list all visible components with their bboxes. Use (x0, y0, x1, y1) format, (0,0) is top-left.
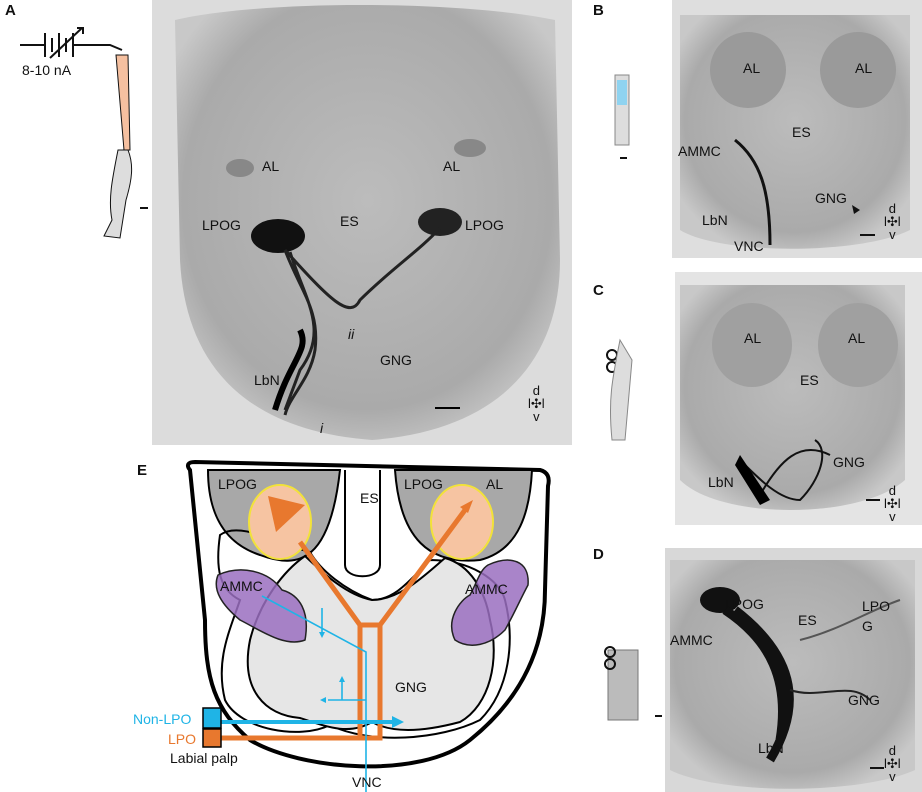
label-e-lpog-right: LPOG (404, 476, 443, 492)
label-e-labial-palp: Labial palp (170, 750, 238, 766)
label-e-ammc-right: AMMC (465, 581, 508, 597)
label-lbn: LbN (254, 372, 280, 388)
labial-palp-image (103, 149, 133, 239)
micrograph-a (152, 0, 572, 445)
label-b-gng: GNG (815, 190, 847, 206)
micrograph-c (606, 272, 922, 525)
panel-label-a: A (5, 2, 16, 19)
orientation-compass-b: d l✣l v (884, 202, 901, 241)
stimulation-schematic (20, 27, 148, 239)
compass-dorsal: d (888, 743, 896, 758)
label-e-gng: GNG (395, 679, 427, 695)
label-d-es: ES (798, 612, 817, 628)
compass-cross-icon: l✣l (884, 496, 901, 511)
compass-cross-icon: l✣l (884, 214, 901, 229)
large-arrowhead-icon (268, 496, 305, 532)
label-c-lbn: LbN (708, 474, 734, 490)
panel-label-b: B (593, 2, 604, 19)
label-b-al-left: AL (743, 60, 761, 76)
compass-dorsal: d (532, 383, 540, 398)
label-e-ammc-left: AMMC (220, 578, 263, 594)
orientation-compass-d: d l✣l v (884, 744, 901, 783)
label-b-lbn: LbN (702, 212, 728, 228)
label-c-gng: GNG (833, 454, 865, 470)
label-c-al-left: AL (744, 330, 762, 346)
label-e-es: ES (360, 490, 379, 506)
current-label: 8-10 nA (22, 62, 72, 78)
label-gng: GNG (380, 352, 412, 368)
orientation-compass-a: d l✣l v (528, 384, 545, 423)
label-lpog-right: LPOG (465, 217, 504, 233)
micrograph-b (614, 0, 922, 258)
compass-cross-icon: l✣l (884, 756, 901, 771)
label-b-ammc: AMMC (678, 143, 721, 159)
label-lpog-left: LPOG (202, 217, 241, 233)
label-c-es: ES (800, 372, 819, 388)
label-ii: ii (348, 326, 355, 342)
micrograph-d (604, 548, 922, 792)
compass-ventral: v (889, 509, 896, 524)
compass-ventral: v (889, 769, 896, 784)
compass-dorsal: d (888, 483, 896, 498)
label-e-vnc: VNC (352, 774, 382, 790)
label-e-al: AL (486, 476, 504, 492)
label-b-vnc: VNC (734, 238, 764, 254)
panel-label-c: C (593, 282, 604, 299)
label-d-lpog: LPOG (725, 596, 764, 612)
compass-ventral: v (533, 409, 540, 424)
orientation-compass-c: d l✣l v (884, 484, 901, 523)
panel-label-d: D (593, 546, 604, 563)
label-d-lbn: LbN (758, 740, 784, 756)
label-d-gng: GNG (848, 692, 880, 708)
label-d-ammc: AMMC (670, 632, 713, 648)
schematic-e (185, 459, 551, 792)
panel-label-e: E (137, 462, 148, 479)
compass-dorsal: d (888, 201, 896, 216)
label-e-lpo: LPO (168, 731, 197, 747)
compass-cross-icon: l✣l (528, 396, 545, 411)
label-i: i (320, 420, 324, 436)
compass-ventral: v (889, 227, 896, 242)
label-al-right: AL (443, 158, 461, 174)
label-e-lpog-left: LPOG (218, 476, 257, 492)
label-d-lpo-g: LPO G (862, 598, 891, 634)
label-al-left: AL (262, 158, 280, 174)
variable-resistor-arrow-icon (49, 27, 83, 59)
label-c-al-right: AL (848, 330, 866, 346)
label-es: ES (340, 213, 359, 229)
label-b-al-right: AL (855, 60, 873, 76)
label-e-non-lpo: Non-LPO (133, 711, 192, 727)
label-b-es: ES (792, 124, 811, 140)
